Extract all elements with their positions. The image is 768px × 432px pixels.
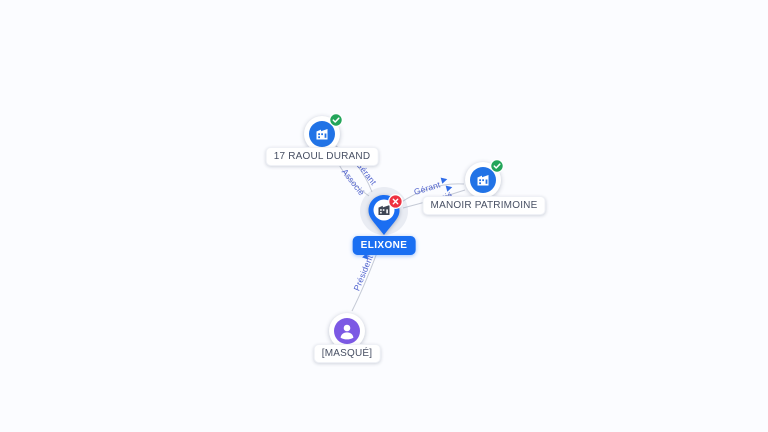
cross-badge-icon	[388, 194, 403, 209]
node-label-raoul-durand[interactable]: 17 RAOUL DURAND	[265, 147, 379, 166]
company-building-icon	[378, 205, 390, 215]
edge-elixone-masque-president	[351, 249, 379, 312]
check-badge-icon	[490, 159, 504, 173]
node-company-manoir-patrimoine[interactable]	[465, 159, 504, 198]
arrow-marker-icon	[445, 185, 453, 192]
person-icon	[334, 318, 360, 344]
node-person-masque[interactable]	[329, 313, 365, 349]
arrow-marker-icon	[440, 177, 448, 184]
edge-elixone-manoir-gerant	[399, 183, 465, 204]
check-badge-icon	[329, 113, 343, 127]
company-building-icon	[470, 167, 496, 193]
node-label-manoir-patrimoine[interactable]: MANOIR PATRIMOINE	[422, 196, 546, 215]
node-company-raoul-durand[interactable]	[304, 113, 343, 152]
node-label-elixone[interactable]: ELIXONE	[352, 236, 416, 255]
company-building-icon	[309, 121, 335, 147]
node-label-masque[interactable]: [MASQUÉ]	[313, 344, 381, 363]
